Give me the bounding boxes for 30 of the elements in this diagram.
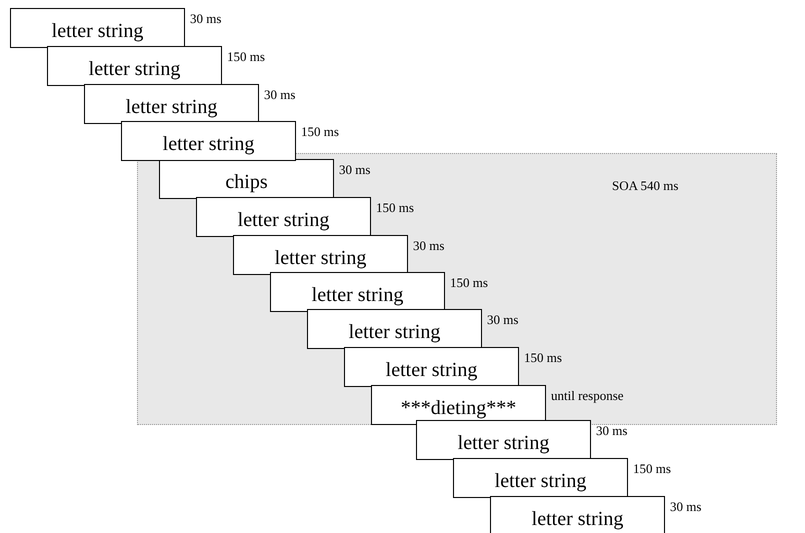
stimulus-text: letter string — [124, 95, 218, 119]
stimulus-text: chips — [224, 170, 269, 194]
duration-label: 150 ms — [376, 200, 414, 216]
duration-label: 30 ms — [487, 312, 518, 328]
stimulus-text: letter string — [456, 431, 550, 455]
stimulus-text: letter string — [530, 507, 624, 531]
stimulus-text: letter string — [50, 19, 144, 43]
stimulus-text: letter string — [88, 57, 182, 81]
duration-label: 30 ms — [596, 423, 628, 439]
duration-label: until response — [551, 388, 624, 404]
stimulus-text: letter string — [162, 132, 256, 156]
duration-label: 150 ms — [227, 49, 265, 65]
stimulus-text: letter string — [494, 469, 588, 493]
stimulus-text: letter string — [310, 283, 404, 307]
duration-label: 150 ms — [633, 461, 671, 477]
duration-label: 30 ms — [264, 87, 296, 103]
duration-label: 150 ms — [301, 124, 339, 140]
duration-label: 30 ms — [670, 499, 702, 515]
stimulus-text: letter string — [236, 208, 330, 232]
stimulus-text: ***dieting*** — [400, 396, 518, 420]
duration-label: 150 ms — [524, 350, 562, 366]
duration-label: 150 ms — [450, 275, 488, 291]
shaded-region — [137, 153, 777, 425]
duration-label: 30 ms — [190, 11, 222, 27]
stimulus-text: letter string — [274, 246, 368, 270]
stimulus-text: letter string — [384, 358, 478, 382]
interval-label: SOA 540 ms — [612, 178, 678, 194]
duration-label: 30 ms — [413, 238, 444, 254]
stimulus-text: letter string — [348, 320, 442, 344]
duration-label: 30 ms — [339, 162, 370, 178]
